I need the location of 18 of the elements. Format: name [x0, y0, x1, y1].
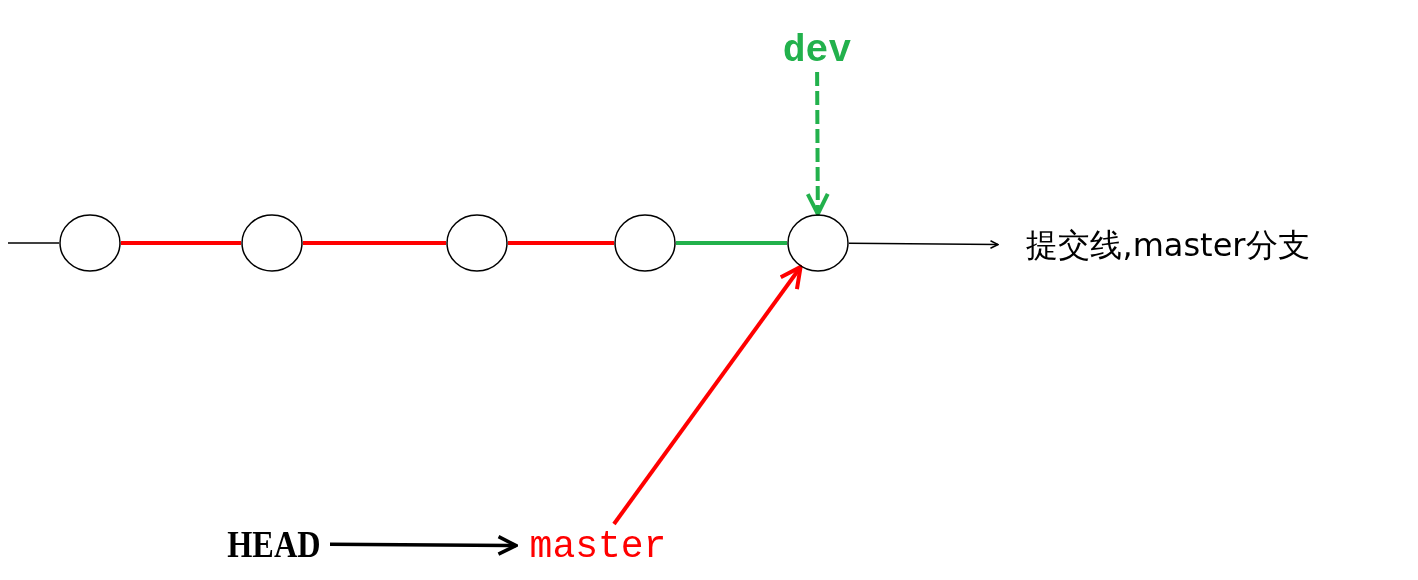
commit-line	[7, 242, 60, 244]
commit-line	[303, 241, 446, 245]
arrow	[330, 534, 518, 556]
commit-circle	[787, 214, 849, 272]
commit-line-label: 提交线,master分支	[1026, 225, 1310, 266]
commit-line	[676, 241, 787, 245]
arrow	[805, 72, 830, 216]
arrow	[612, 265, 803, 526]
commit-circle	[446, 214, 508, 272]
commit-circle	[59, 214, 121, 272]
branch-label: HEAD	[227, 522, 321, 566]
commit-circle	[614, 214, 676, 272]
branch-label: dev	[782, 28, 852, 72]
arrow	[848, 240, 999, 249]
commit-circle	[241, 214, 303, 272]
commit-line	[121, 241, 241, 245]
branch-label: master	[529, 524, 667, 568]
commit-line	[508, 241, 614, 245]
